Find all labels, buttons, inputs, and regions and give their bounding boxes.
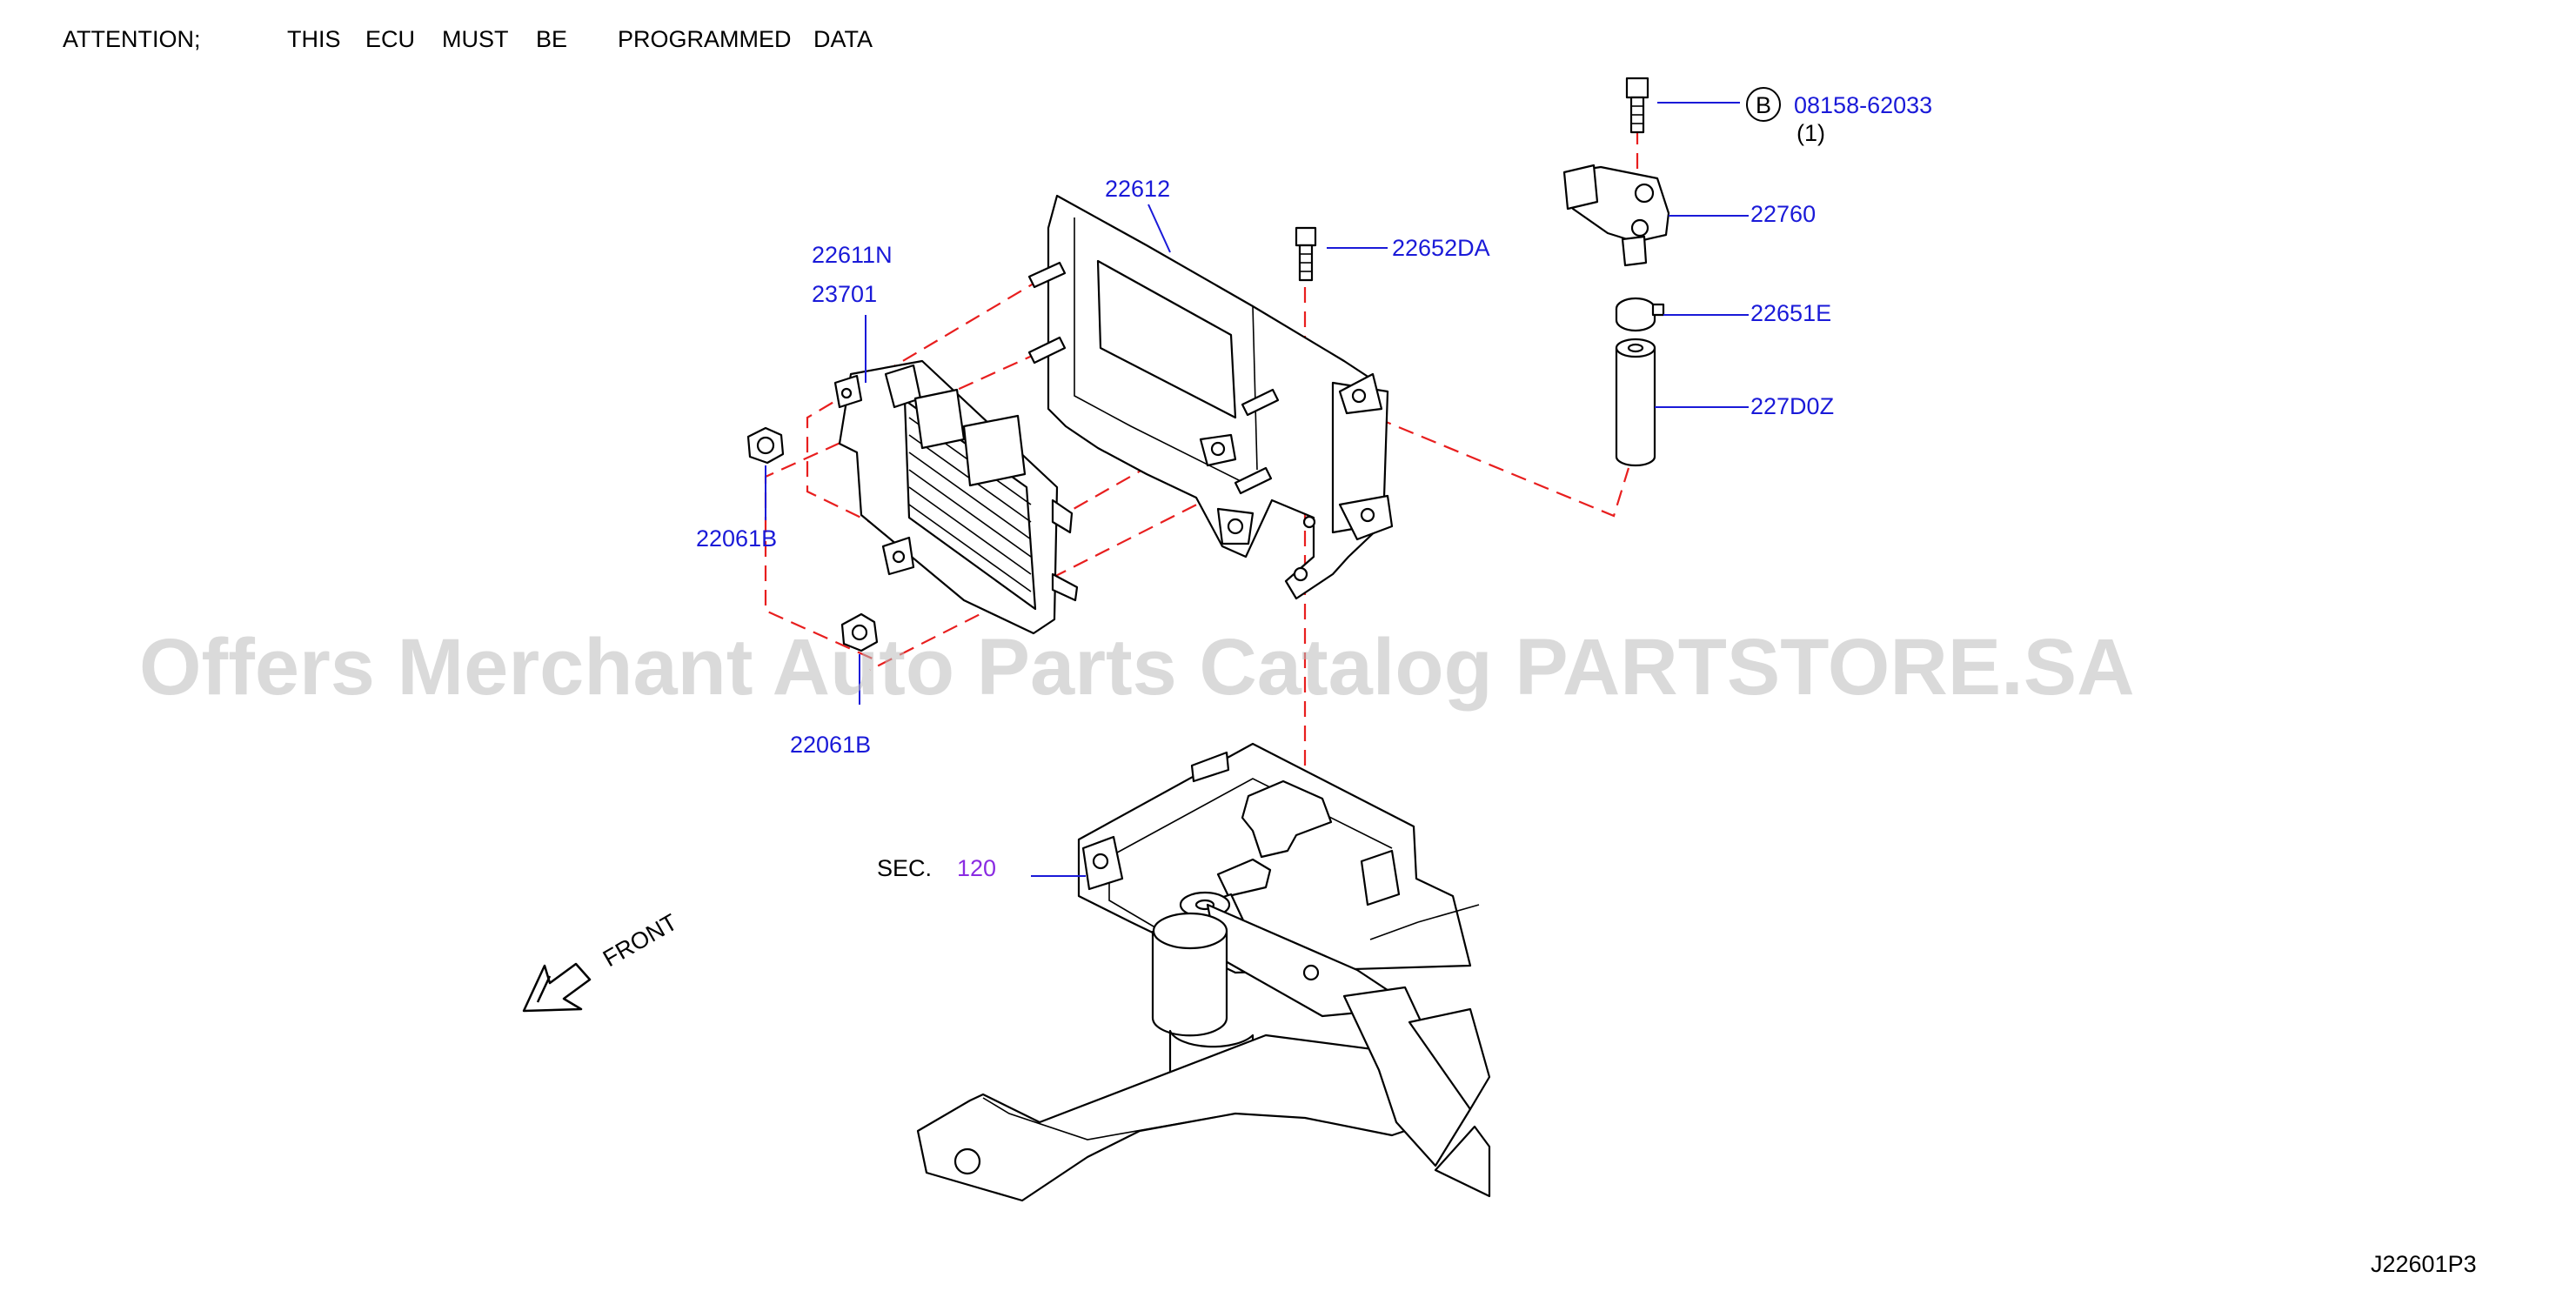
ecu-module (833, 359, 1079, 635)
bolt-08158 (1625, 77, 1649, 134)
part-label-22652da[interactable]: 22652DA (1392, 235, 1490, 261)
front-label: FRONT (599, 909, 682, 972)
attention-word: ATTENTION; (63, 26, 201, 52)
front-arrow (522, 962, 592, 1013)
part-label-23701[interactable]: 23701 (812, 281, 877, 307)
body-structure (916, 742, 1491, 1202)
part-label-22061b-lower[interactable]: 22061B (790, 732, 871, 758)
section-link-120[interactable]: 120 (957, 855, 996, 881)
section-prefix: SEC. (877, 855, 932, 881)
part-label-22760[interactable]: 22760 (1750, 201, 1816, 227)
ecu-bracket (1027, 194, 1394, 600)
attention-word: PROGRAMMED (618, 26, 792, 52)
bolt-reference-marker: B (1756, 92, 1771, 118)
bolt-22652da (1295, 226, 1317, 282)
part-label-22651e[interactable]: 22651E (1750, 300, 1831, 326)
sensor-22760 (1562, 164, 1670, 267)
nut-lower (840, 612, 879, 652)
nut-upper (746, 426, 785, 465)
bolt-quantity: (1) (1797, 120, 1825, 146)
leader-lines (765, 102, 1749, 877)
attention-word: THIS (287, 26, 341, 52)
hose-227d0z (1615, 338, 1656, 467)
watermark: Offers Merchant Auto Parts Catalog PARTS… (139, 623, 2135, 712)
part-label-22611n[interactable]: 22611N (812, 242, 893, 268)
part-label-22612[interactable]: 22612 (1105, 176, 1170, 202)
attention-header: ATTENTION; THIS ECU MUST BE PROGRAMMED D… (63, 26, 873, 52)
part-label-227d0z[interactable]: 227D0Z (1750, 393, 1834, 419)
clamp-22651e (1615, 297, 1665, 332)
bolt-reference-circle (1746, 87, 1781, 122)
attention-word: DATA (813, 26, 873, 52)
attention-word: ECU (365, 26, 415, 52)
attention-word: BE (536, 26, 567, 52)
part-label-22061b-upper[interactable]: 22061B (696, 525, 777, 552)
part-label-08158-62033[interactable]: 08158-62033 (1794, 92, 1932, 118)
diagram-code: J22601P3 (2371, 1251, 2477, 1277)
attention-word: MUST (442, 26, 509, 52)
